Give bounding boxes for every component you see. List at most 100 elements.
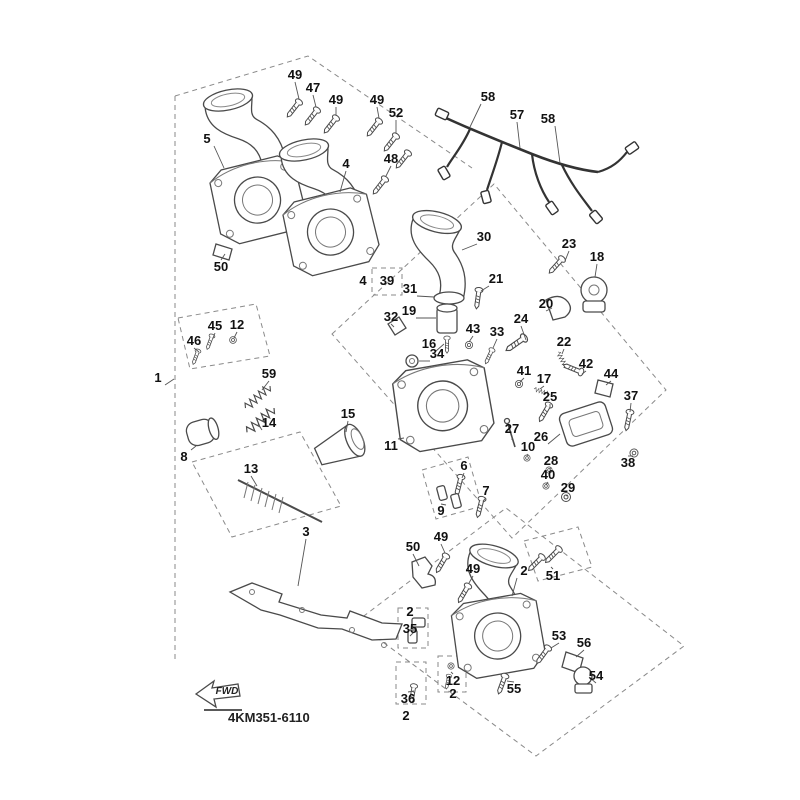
callout-label-17: 17	[537, 371, 551, 386]
callout-label-6: 6	[460, 458, 467, 473]
bracket-50-bottom	[411, 556, 436, 589]
connector-1	[436, 165, 452, 181]
callout-leader-6	[461, 472, 465, 479]
callout-label-32: 32	[384, 309, 398, 324]
callout-label-51: 51	[546, 568, 560, 583]
callout-label-25: 25	[543, 389, 557, 404]
screw-49c	[363, 116, 385, 139]
mounting-rail-3	[228, 582, 403, 648]
diaphragm-15	[313, 423, 366, 466]
callout-leader-20	[545, 307, 553, 312]
carburetor-assembly-bottom	[407, 538, 593, 704]
callout-label-21: 21	[489, 271, 503, 286]
callout-label-41: 41	[517, 363, 531, 378]
callout-label-30: 30	[477, 229, 491, 244]
callout-leader-26	[547, 433, 561, 445]
callout-label-33: 33	[490, 324, 504, 339]
carburetor-assembly-top-left	[200, 80, 384, 281]
wire-harness	[434, 107, 640, 225]
callout-leader-57	[516, 121, 521, 149]
callout-label-37: 37	[624, 388, 638, 403]
callout-leader-17	[539, 385, 545, 390]
washer-40	[542, 482, 550, 490]
callout-label-34: 34	[430, 346, 445, 361]
callout-label-3: 3	[302, 524, 309, 539]
callout-leader-9	[440, 503, 447, 506]
screw-24	[502, 332, 530, 355]
callout-label-15: 15	[341, 406, 355, 421]
screw-16	[443, 335, 451, 354]
callout-leader-49	[468, 575, 474, 584]
callout-leader-24	[520, 325, 527, 341]
screw-49a	[283, 97, 305, 120]
callout-leader-30	[461, 243, 478, 251]
connector-4	[588, 209, 604, 225]
callout-label-42: 42	[579, 356, 593, 371]
ring-34	[405, 354, 419, 368]
callout-label-52: 52	[389, 105, 403, 120]
callout-label-36: 36	[401, 691, 415, 706]
bracket-50-top	[212, 243, 233, 261]
callout-leader-3	[297, 538, 307, 587]
callout-leader-33	[492, 338, 498, 349]
callout-label-12: 12	[446, 673, 460, 688]
carburetor-body-2	[447, 590, 549, 682]
callout-label-58: 58	[541, 111, 555, 126]
callout-leader-58	[554, 125, 561, 164]
callout-leader-55	[506, 680, 515, 683]
harness-branch-4	[561, 164, 593, 212]
fwd-label: FWD	[216, 686, 239, 697]
callout-label-50: 50	[214, 259, 228, 274]
callout-leader-49	[294, 81, 300, 100]
callout-label-38: 38	[621, 455, 635, 470]
callout-label-49: 49	[466, 561, 480, 576]
callout-label-2: 2	[520, 563, 527, 578]
left-parts-cluster	[185, 332, 403, 648]
callout-leader-7	[482, 497, 487, 502]
callout-label-44: 44	[604, 366, 619, 381]
callout-label-5: 5	[203, 131, 210, 146]
callout-label-18: 18	[590, 249, 604, 264]
callout-leader-53	[550, 642, 560, 649]
callout-leader-2	[511, 577, 518, 597]
screw-25	[535, 400, 555, 424]
callout-leader-45	[212, 332, 216, 339]
callout-leader-51	[550, 566, 554, 570]
group-center-boundary	[331, 183, 667, 539]
callout-label-50: 50	[406, 539, 420, 554]
callout-leader-11	[397, 437, 405, 440]
callout-label-27: 27	[505, 421, 519, 436]
callout-label-7: 7	[482, 483, 489, 498]
callout-label-10: 10	[521, 439, 535, 454]
callout-leader-40	[545, 481, 549, 486]
callout-label-24: 24	[514, 311, 529, 326]
callout-leader-22	[561, 348, 565, 355]
callout-label-48: 48	[384, 151, 398, 166]
connector-6	[434, 107, 450, 121]
callout-leader-50	[412, 553, 420, 567]
screw-49d	[432, 551, 452, 575]
callout-label-47: 47	[306, 80, 320, 95]
callout-leader-48	[385, 165, 392, 177]
washer-12	[229, 336, 237, 344]
callout-label-56: 56	[577, 635, 591, 650]
harness-branch-3	[530, 153, 550, 203]
callout-leader-49	[376, 106, 380, 119]
callout-label-49: 49	[288, 67, 302, 82]
callout-label-2: 2	[406, 604, 413, 619]
callout-leader-43	[468, 335, 474, 343]
float-bowl-26	[558, 401, 614, 447]
callout-leader-14	[257, 423, 263, 431]
needle-27	[503, 417, 516, 448]
group-box-9	[421, 456, 483, 520]
callout-label-53: 53	[552, 628, 566, 643]
screw-47	[301, 105, 323, 128]
sensor-54	[573, 666, 593, 694]
screw-49b	[320, 113, 342, 136]
callout-label-43: 43	[466, 321, 480, 336]
cap-8	[185, 417, 220, 447]
harness-branch-5	[597, 151, 628, 174]
callout-leader-29	[565, 494, 569, 497]
